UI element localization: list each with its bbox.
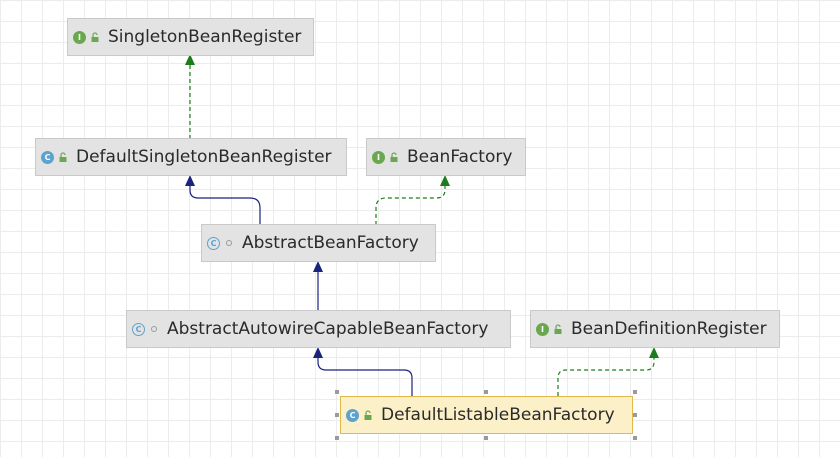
- edge-default-listable-bean-factory-implements-bean-definition-register: [557, 355, 655, 396]
- arrowhead-bean-factory: [440, 175, 450, 186]
- abstract-class-icon: C: [207, 236, 220, 250]
- public-access-icon: [551, 323, 565, 336]
- resize-handle-top-left[interactable]: [335, 390, 339, 394]
- resize-handle-top-right[interactable]: [633, 390, 637, 394]
- resize-handle-top-center[interactable]: [484, 390, 488, 394]
- public-access-icon: [88, 31, 102, 44]
- node-abstract-autowire-capable-bean-factory[interactable]: C AbstractAutowireCapableBeanFactory: [126, 310, 511, 348]
- node-default-singleton-bean-register[interactable]: C DefaultSingletonBeanRegister: [35, 138, 347, 176]
- package-private-icon: [147, 323, 161, 336]
- resize-handle-bottom-left[interactable]: [335, 436, 339, 440]
- edge-abstract-bean-factory-extends-default-singleton-bean-register: [189, 183, 261, 225]
- node-label: BeanDefinitionRegister: [571, 319, 767, 339]
- abstract-class-icon: C: [132, 322, 145, 336]
- node-bean-definition-register[interactable]: I BeanDefinitionRegister: [530, 310, 780, 348]
- node-label: SingletonBeanRegister: [108, 27, 302, 47]
- class-icon: C: [41, 150, 54, 164]
- public-access-icon: [387, 151, 401, 164]
- interface-icon: I: [536, 322, 549, 336]
- node-default-listable-bean-factory[interactable]: C DefaultListableBeanFactory: [340, 396, 633, 434]
- node-label: BeanFactory: [407, 147, 513, 167]
- arrowhead-abstract-bean-factory: [313, 261, 323, 272]
- arrowhead-abstract-autowire-capable-bean-factory: [313, 347, 323, 358]
- package-private-icon: [222, 237, 236, 250]
- node-label: DefaultListableBeanFactory: [381, 405, 615, 425]
- class-icon: C: [346, 408, 359, 422]
- edge-abstract-bean-factory-implements-bean-factory: [375, 184, 446, 225]
- public-access-icon: [361, 409, 375, 422]
- edge-default-listable-bean-factory-extends-abstract-autowire-capable-bean-factory: [317, 355, 413, 396]
- node-label: AbstractAutowireCapableBeanFactory: [167, 319, 489, 339]
- arrowhead-bean-definition-register: [649, 347, 659, 358]
- public-access-icon: [56, 151, 70, 164]
- node-label: AbstractBeanFactory: [242, 233, 419, 253]
- arrowhead-default-singleton-bean-register: [185, 175, 195, 186]
- resize-handle-middle-right[interactable]: [633, 413, 637, 417]
- resize-handle-bottom-center[interactable]: [484, 436, 488, 440]
- interface-icon: I: [73, 30, 86, 44]
- node-singleton-bean-register[interactable]: I SingletonBeanRegister: [67, 18, 314, 56]
- node-abstract-bean-factory[interactable]: C AbstractBeanFactory: [201, 224, 436, 262]
- arrowhead-singleton-bean-register: [185, 54, 195, 65]
- resize-handle-bottom-right[interactable]: [633, 436, 637, 440]
- node-label: DefaultSingletonBeanRegister: [76, 147, 332, 167]
- resize-handle-middle-left[interactable]: [335, 413, 339, 417]
- interface-icon: I: [372, 150, 385, 164]
- node-bean-factory[interactable]: I BeanFactory: [366, 138, 526, 176]
